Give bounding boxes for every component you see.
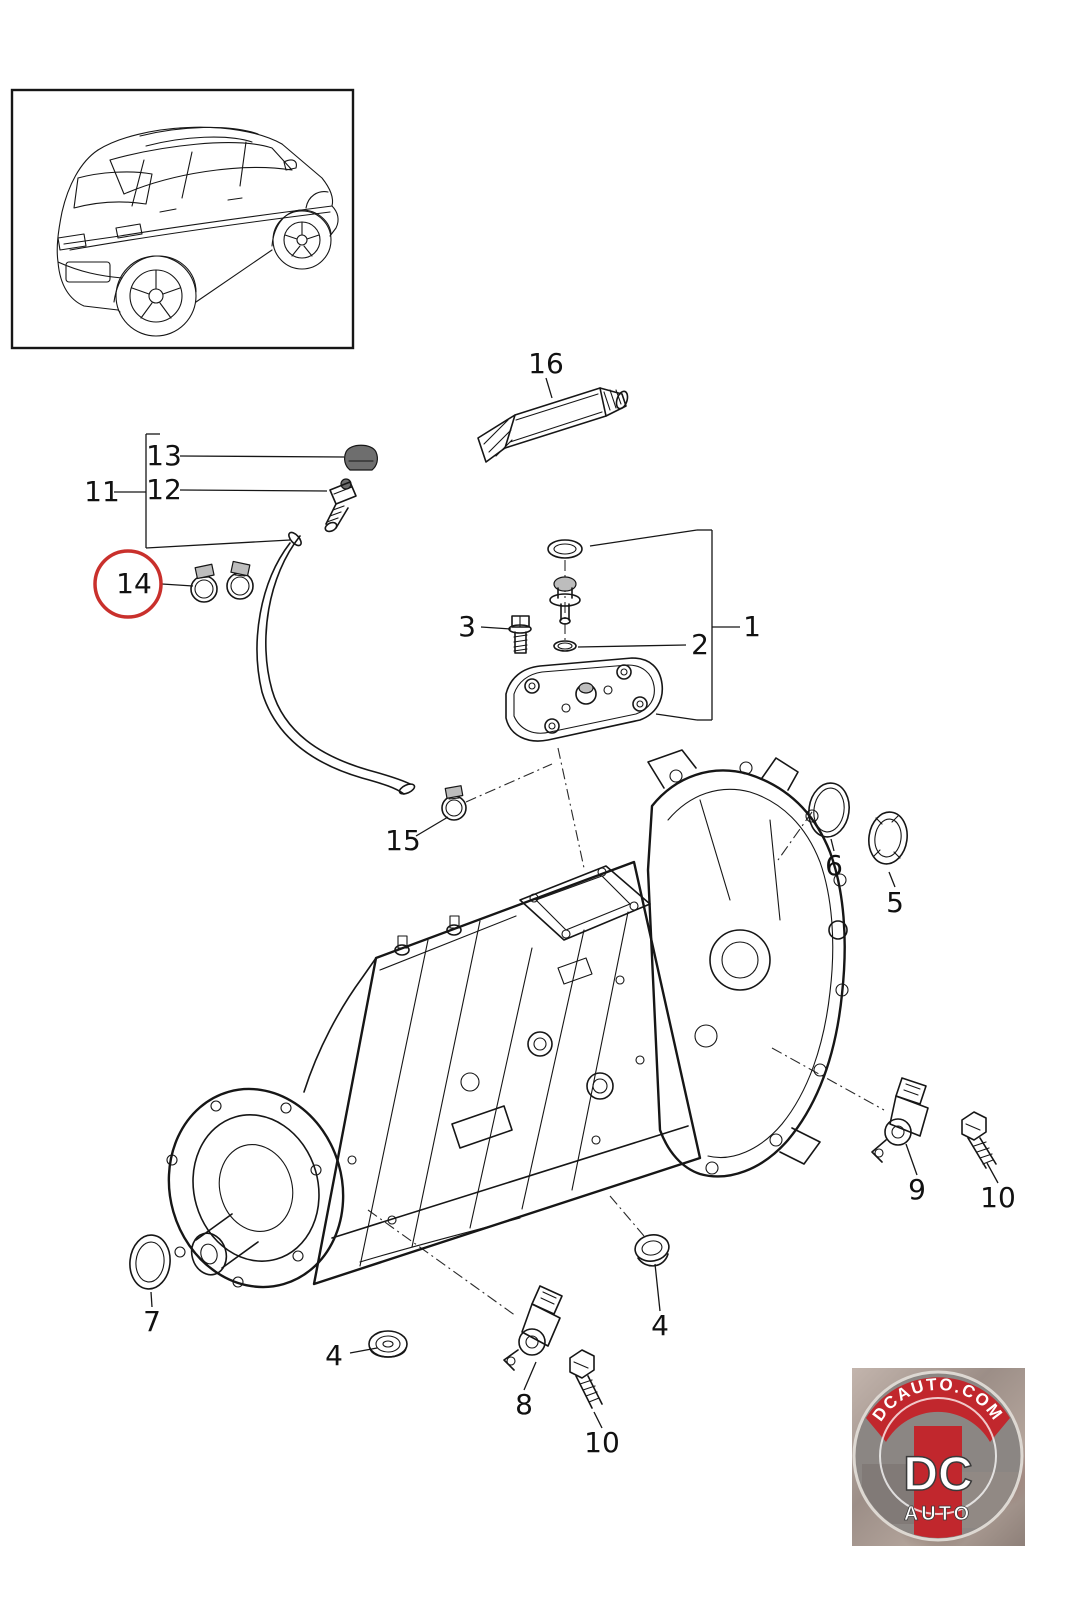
bolt-10-right — [961, 1111, 997, 1169]
badge-top-band — [866, 1377, 1010, 1442]
o-ring-2 — [553, 640, 577, 652]
dcauto-badge: DCAUTO.COM DC AUTO — [852, 1370, 1024, 1542]
sealant-tube — [477, 387, 629, 463]
sealing-cap — [547, 539, 583, 559]
breather-valve — [549, 576, 581, 625]
drain-plug-4-right — [634, 1234, 670, 1267]
callout-2: 2 — [691, 628, 709, 661]
vent-hose — [256, 531, 416, 795]
callout-11: 11 — [84, 475, 120, 508]
callout-8: 8 — [515, 1388, 533, 1421]
badge-sub-text: AUTO — [904, 1503, 972, 1525]
drain-plug-4-left — [368, 1330, 408, 1358]
bolt-10-bottom — [569, 1349, 603, 1409]
callout-5: 5 — [886, 886, 904, 919]
shift-cover-plate — [505, 657, 664, 742]
callout-15: 15 — [385, 824, 421, 857]
leader-lines — [114, 377, 999, 1429]
speed-sensor-8 — [503, 1285, 563, 1371]
callout-1: 1 — [743, 610, 761, 643]
badge-stripe — [914, 1426, 962, 1538]
callout-4-right: 4 — [651, 1309, 669, 1342]
assembly-axis-lines — [367, 560, 885, 1317]
callout-14: 14 — [116, 567, 152, 600]
badge-brand-text: DC — [903, 1448, 972, 1501]
highlight-circle-14 — [93, 549, 163, 619]
clamp-15 — [441, 785, 467, 821]
cap-13 — [344, 444, 378, 471]
seal-ring-7 — [129, 1234, 171, 1290]
callout-3: 3 — [458, 610, 476, 643]
transmission-housing — [166, 749, 849, 1289]
callout-7: 7 — [143, 1305, 161, 1338]
callout-12: 12 — [146, 473, 182, 506]
wheel-icon — [115, 210, 332, 337]
hose-clamp-14 — [190, 560, 254, 603]
bleeder-valve-12 — [324, 478, 357, 533]
callout-6: 6 — [825, 849, 843, 882]
seal-ring-5 — [868, 811, 908, 865]
callout-10-right: 10 — [980, 1181, 1016, 1214]
o-ring-6 — [808, 782, 850, 838]
dcauto-watermark: DCAUTO.COM DC AUTO — [852, 1368, 1025, 1546]
screw-3 — [508, 615, 532, 654]
speed-sensor-9 — [871, 1077, 929, 1163]
callout-10-bottom: 10 — [584, 1426, 620, 1459]
callout-4-left: 4 — [325, 1339, 343, 1372]
callout-16: 16 — [528, 347, 564, 380]
vehicle-thumbnail — [10, 88, 355, 350]
callout-13: 13 — [146, 439, 182, 472]
callout-9: 9 — [908, 1173, 926, 1206]
